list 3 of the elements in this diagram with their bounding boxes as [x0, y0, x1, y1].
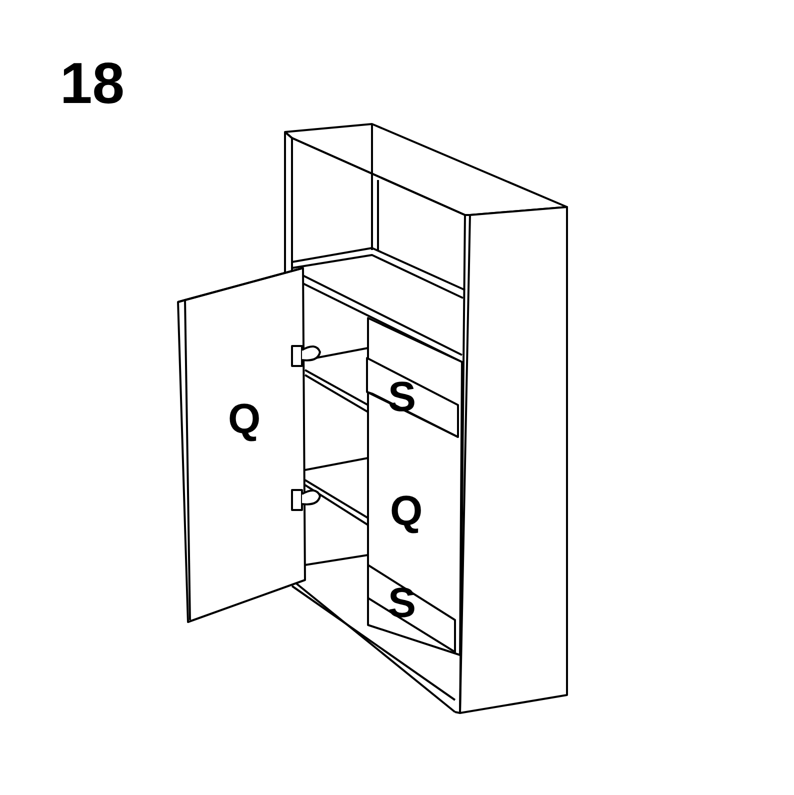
part-letter: Q — [390, 490, 423, 532]
part-letter: Q — [228, 398, 261, 440]
step-number: 18 — [60, 55, 125, 113]
